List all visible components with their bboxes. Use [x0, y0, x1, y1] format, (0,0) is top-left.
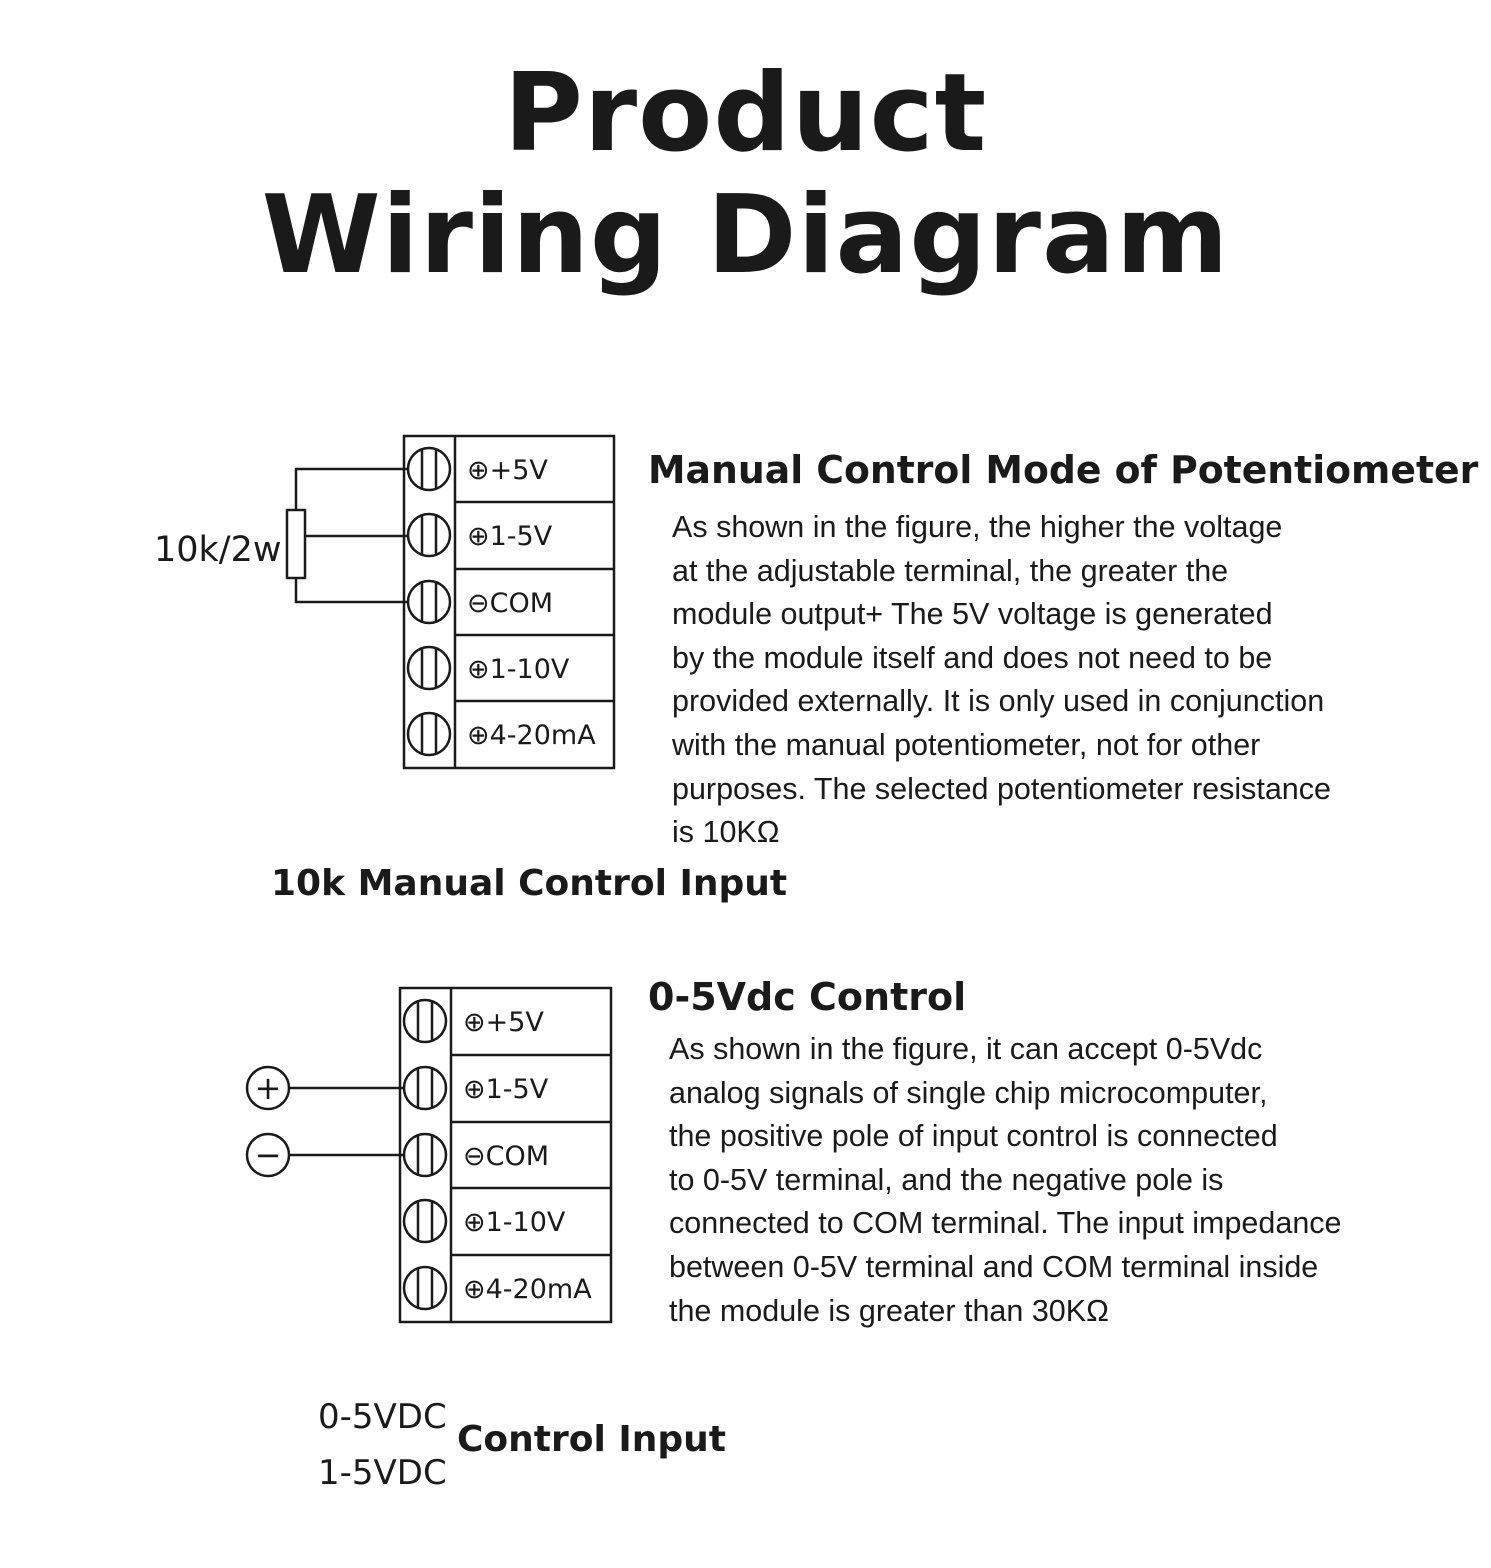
body-line: purposes. The selected potentiometer res…	[672, 771, 1331, 806]
body-line: the positive pole of input control is co…	[669, 1119, 1278, 1154]
body-line: As shown in the figure, it can accept 0-…	[669, 1032, 1263, 1066]
screw-icon	[406, 512, 452, 558]
terminal-label: ⊕1-5V	[463, 1074, 549, 1105]
plus-symbol: +	[255, 1069, 282, 1107]
potentiometer-resistor-icon	[285, 508, 307, 580]
body-line: connected to COM terminal. The input imp…	[669, 1206, 1342, 1241]
section-2-heading: 0-5Vdc Control	[648, 975, 967, 1019]
resistor-label: 10k/2w	[154, 530, 282, 570]
body-line: to 0-5V terminal, and the negative pole …	[669, 1162, 1224, 1197]
screw-icon	[402, 1065, 448, 1111]
terminal-label: ⊕+5V	[467, 455, 548, 486]
terminal-label: ⊕+5V	[463, 1007, 544, 1038]
screw-icon	[406, 579, 452, 625]
screw-icon	[402, 1132, 448, 1178]
title-line-1: Product	[503, 51, 988, 176]
title-line-2: Wiring Diagram	[261, 173, 1230, 298]
screw-icon	[406, 711, 452, 757]
section-2-caption-voltages: 0-5VDC 1-5VDC	[318, 1389, 447, 1501]
caption-voltage-line: 0-5VDC	[318, 1397, 447, 1437]
screw-icon	[406, 645, 452, 691]
screw-icon	[402, 1198, 448, 1244]
body-line: by the module itself and does not need t…	[672, 640, 1273, 675]
section-1-caption: 10k Manual Control Input	[271, 863, 788, 904]
body-line: with the manual potentiometer, not for o…	[672, 727, 1261, 762]
terminal-label: ⊕1-10V	[467, 654, 570, 685]
terminal-label: ⊖COM	[467, 588, 553, 619]
terminal-label: ⊕1-10V	[463, 1207, 566, 1238]
body-line: analog signals of single chip microcompu…	[669, 1075, 1268, 1110]
section-1-heading: Manual Control Mode of Potentiometer	[648, 448, 1479, 492]
section-1-body: As shown in the figure, the higher the v…	[672, 506, 1331, 855]
body-line: module output+ The 5V voltage is generat…	[672, 597, 1273, 632]
section-2-caption: Control Input	[457, 1419, 726, 1460]
signal-wiring	[245, 1065, 404, 1178]
terminal-label: ⊕4-20mA	[467, 720, 596, 751]
screw-icon	[402, 1265, 448, 1311]
terminal-label: ⊕1-5V	[467, 521, 553, 552]
body-line: is 10KΩ	[672, 815, 780, 850]
potentiometer-wiring	[285, 467, 408, 604]
terminal-label: ⊕4-20mA	[463, 1274, 592, 1305]
body-line: the module is greater than 30KΩ	[669, 1293, 1109, 1328]
caption-voltage-line: 1-5VDC	[318, 1453, 447, 1493]
body-line: As shown in the figure, the higher the v…	[672, 510, 1283, 544]
body-line: at the adjustable terminal, the greater …	[672, 553, 1229, 588]
body-line: provided externally. It is only used in …	[672, 684, 1325, 719]
screw-icon	[402, 998, 448, 1044]
screw-icon	[406, 446, 452, 492]
body-line: between 0-5V terminal and COM terminal i…	[669, 1249, 1319, 1284]
section-2-body: As shown in the figure, it can accept 0-…	[669, 1028, 1342, 1333]
minus-symbol: −	[255, 1136, 282, 1174]
terminal-label: ⊖COM	[463, 1141, 549, 1172]
